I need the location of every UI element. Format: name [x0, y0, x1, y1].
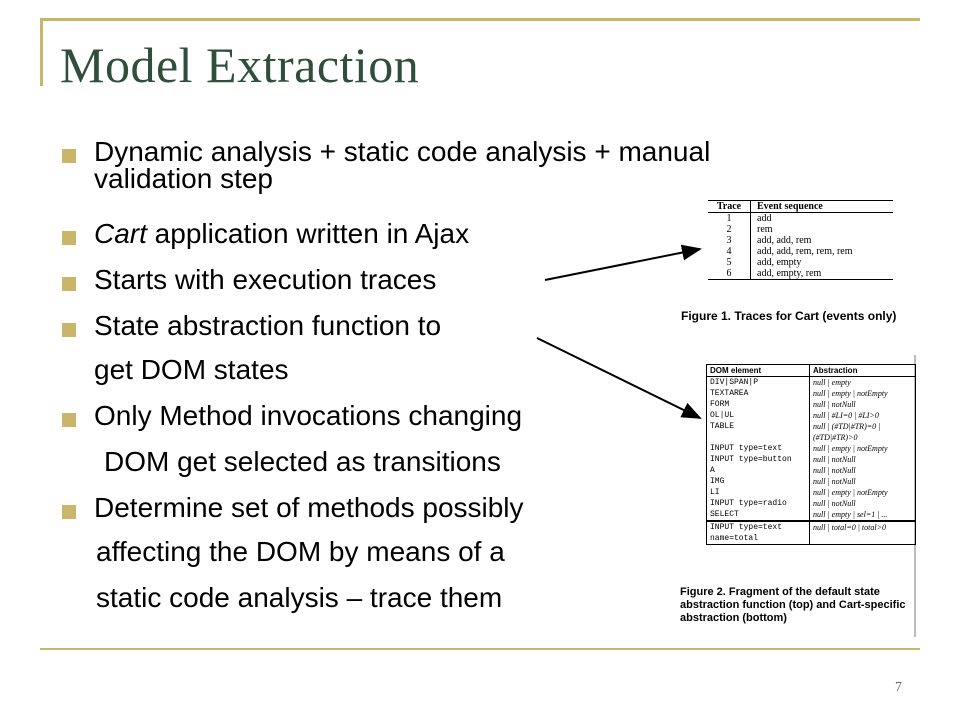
table-row: 3 add, add, rem — [708, 235, 893, 246]
bullet-marker — [62, 149, 76, 163]
fig2-element-cell: TEXTAREA — [706, 388, 810, 399]
bullet-2-italic: Cart — [94, 218, 147, 249]
fig2-abstraction-cell: null | notNull — [813, 466, 856, 475]
bullet-marker — [62, 277, 76, 291]
table-row: 1 add — [708, 212, 893, 224]
bullet-2-line-1: Cart application written in Ajax — [94, 218, 469, 250]
fig1-cell: add — [757, 213, 772, 224]
page-number: 7 — [895, 680, 902, 695]
fig2-element-cell: name=total — [706, 533, 810, 545]
bullet-marker — [62, 413, 76, 427]
bullet-marker — [62, 505, 76, 519]
bullet-1-line-2: validation step — [94, 163, 274, 194]
fig2-header-abstraction: Abstraction — [809, 364, 916, 377]
arrow-to-figure1 — [544, 244, 702, 281]
fig2-element-cell: INPUT type=text — [706, 443, 810, 454]
figure-2-caption: Figure 2. Fragment of the default state … — [680, 586, 906, 624]
slide-frame-left — [40, 18, 43, 86]
fig2-abstraction-cell: null | empty | notEmpty — [813, 389, 888, 398]
fig2-element-cell: DIV|SPAN|P — [706, 376, 810, 388]
fig2-abstraction-cell: null | empty | notEmpty — [813, 444, 888, 453]
fig2-abstraction-cell — [810, 533, 916, 545]
bullet-6-line-3: static code analysis – trace them — [96, 582, 503, 613]
bullet-1-line-1: Dynamic analysis + static code analysis … — [94, 136, 711, 167]
fig1-cell: 4 — [708, 246, 751, 257]
fig2-element-cell: A — [706, 465, 810, 476]
fig2-abstraction-cell: null | total=0 | total>0 — [809, 520, 916, 533]
fig2-abstraction-cell: null | notNull — [813, 477, 856, 486]
fig1-cell: add, empty, rem — [757, 268, 822, 279]
bullet-3-line-1: Starts with execution traces — [94, 264, 437, 295]
fig1-cell: rem — [757, 224, 773, 235]
bullet-4-line-2: get DOM states — [94, 354, 289, 385]
fig2-element-cell: FORM — [706, 399, 810, 410]
slide-title: Model Extraction — [60, 37, 420, 93]
bullet-6-line-1: Determine set of methods possibly — [94, 492, 524, 523]
fig2-abstraction-cell: null | notNull — [813, 499, 856, 508]
bullet-marker — [62, 231, 76, 245]
fig1-cell: add, add, rem — [757, 235, 812, 246]
bullet-5-line-1: Only Method invocations changing — [94, 400, 523, 431]
slide-frame-bottom — [40, 648, 920, 650]
fig1-header-events: Event sequence — [750, 200, 893, 213]
fig1-cell: 1 — [708, 212, 751, 224]
table-row: name=total — [706, 533, 916, 545]
fig2-element-cell: IMG — [706, 476, 810, 487]
bullet-6-line-2: affecting the DOM by means of a — [96, 536, 505, 567]
fig1-cell: 6 — [708, 268, 751, 280]
fig2-abstraction-cell: null | notNull — [813, 455, 856, 464]
table-row: 6 add, empty, rem — [708, 268, 893, 280]
fig2-abstraction-cell: null | empty | sel=1 | ... — [813, 510, 888, 519]
fig2-element-cell: SELECT — [706, 509, 810, 521]
fig2-abstraction-cell: null | empty | notEmpty — [813, 488, 888, 497]
fig2-abstraction-cell: null | #LI=0 | #LI>0 — [813, 411, 879, 420]
fig2-element-cell: OL|UL — [706, 410, 810, 421]
table-row: 4 add, add, rem, rem, rem — [708, 246, 893, 257]
fig1-cell: 5 — [708, 257, 751, 268]
fig2-abstraction-cell: (#TD|#TR)>0 — [813, 433, 858, 442]
fig2-abstraction-cell: null | (#TD|#TR)=0 | — [813, 422, 881, 431]
table-row: 2 rem — [708, 224, 893, 235]
figure-1-caption: Figure 1. Traces for Cart (events only) — [681, 309, 897, 323]
bullet-2-rest: application written in Ajax — [146, 218, 470, 249]
arrow-to-figure2 — [536, 337, 702, 419]
fig2-element-cell: TABLE — [706, 421, 810, 432]
bullet-4-line-1: State abstraction function to — [94, 310, 442, 341]
fig2-element-cell: INPUT type=text — [706, 520, 810, 533]
fig2-element-cell: INPUT type=radio — [706, 498, 810, 509]
fig1-cell: add, add, rem, rem, rem — [757, 246, 853, 257]
fig2-header-element: DOM element — [706, 364, 810, 377]
table-row: (#TD|#TR)>0 — [706, 432, 916, 443]
fig2-element-cell: INPUT type=button — [706, 454, 810, 465]
fig2-abstraction-cell: null | empty — [813, 378, 851, 387]
fig2-element-cell — [706, 432, 810, 443]
bullet-5-line-2: DOM get selected as transitions — [104, 446, 501, 477]
bullet-marker — [62, 323, 76, 337]
fig2-abstraction-cell: null | notNull — [813, 400, 856, 409]
figure-1-table: Trace Event sequence 1 add 2 rem 3 add, add… — [708, 200, 893, 280]
fig1-cell: 2 — [708, 224, 751, 235]
fig1-cell: 3 — [708, 235, 751, 246]
fig1-header-trace: Trace — [708, 200, 751, 213]
table-row: 5 add, empty — [708, 257, 893, 268]
fig2-element-cell: LI — [706, 487, 810, 498]
slide-frame-top — [40, 18, 920, 21]
fig1-cell: add, empty — [757, 257, 802, 268]
